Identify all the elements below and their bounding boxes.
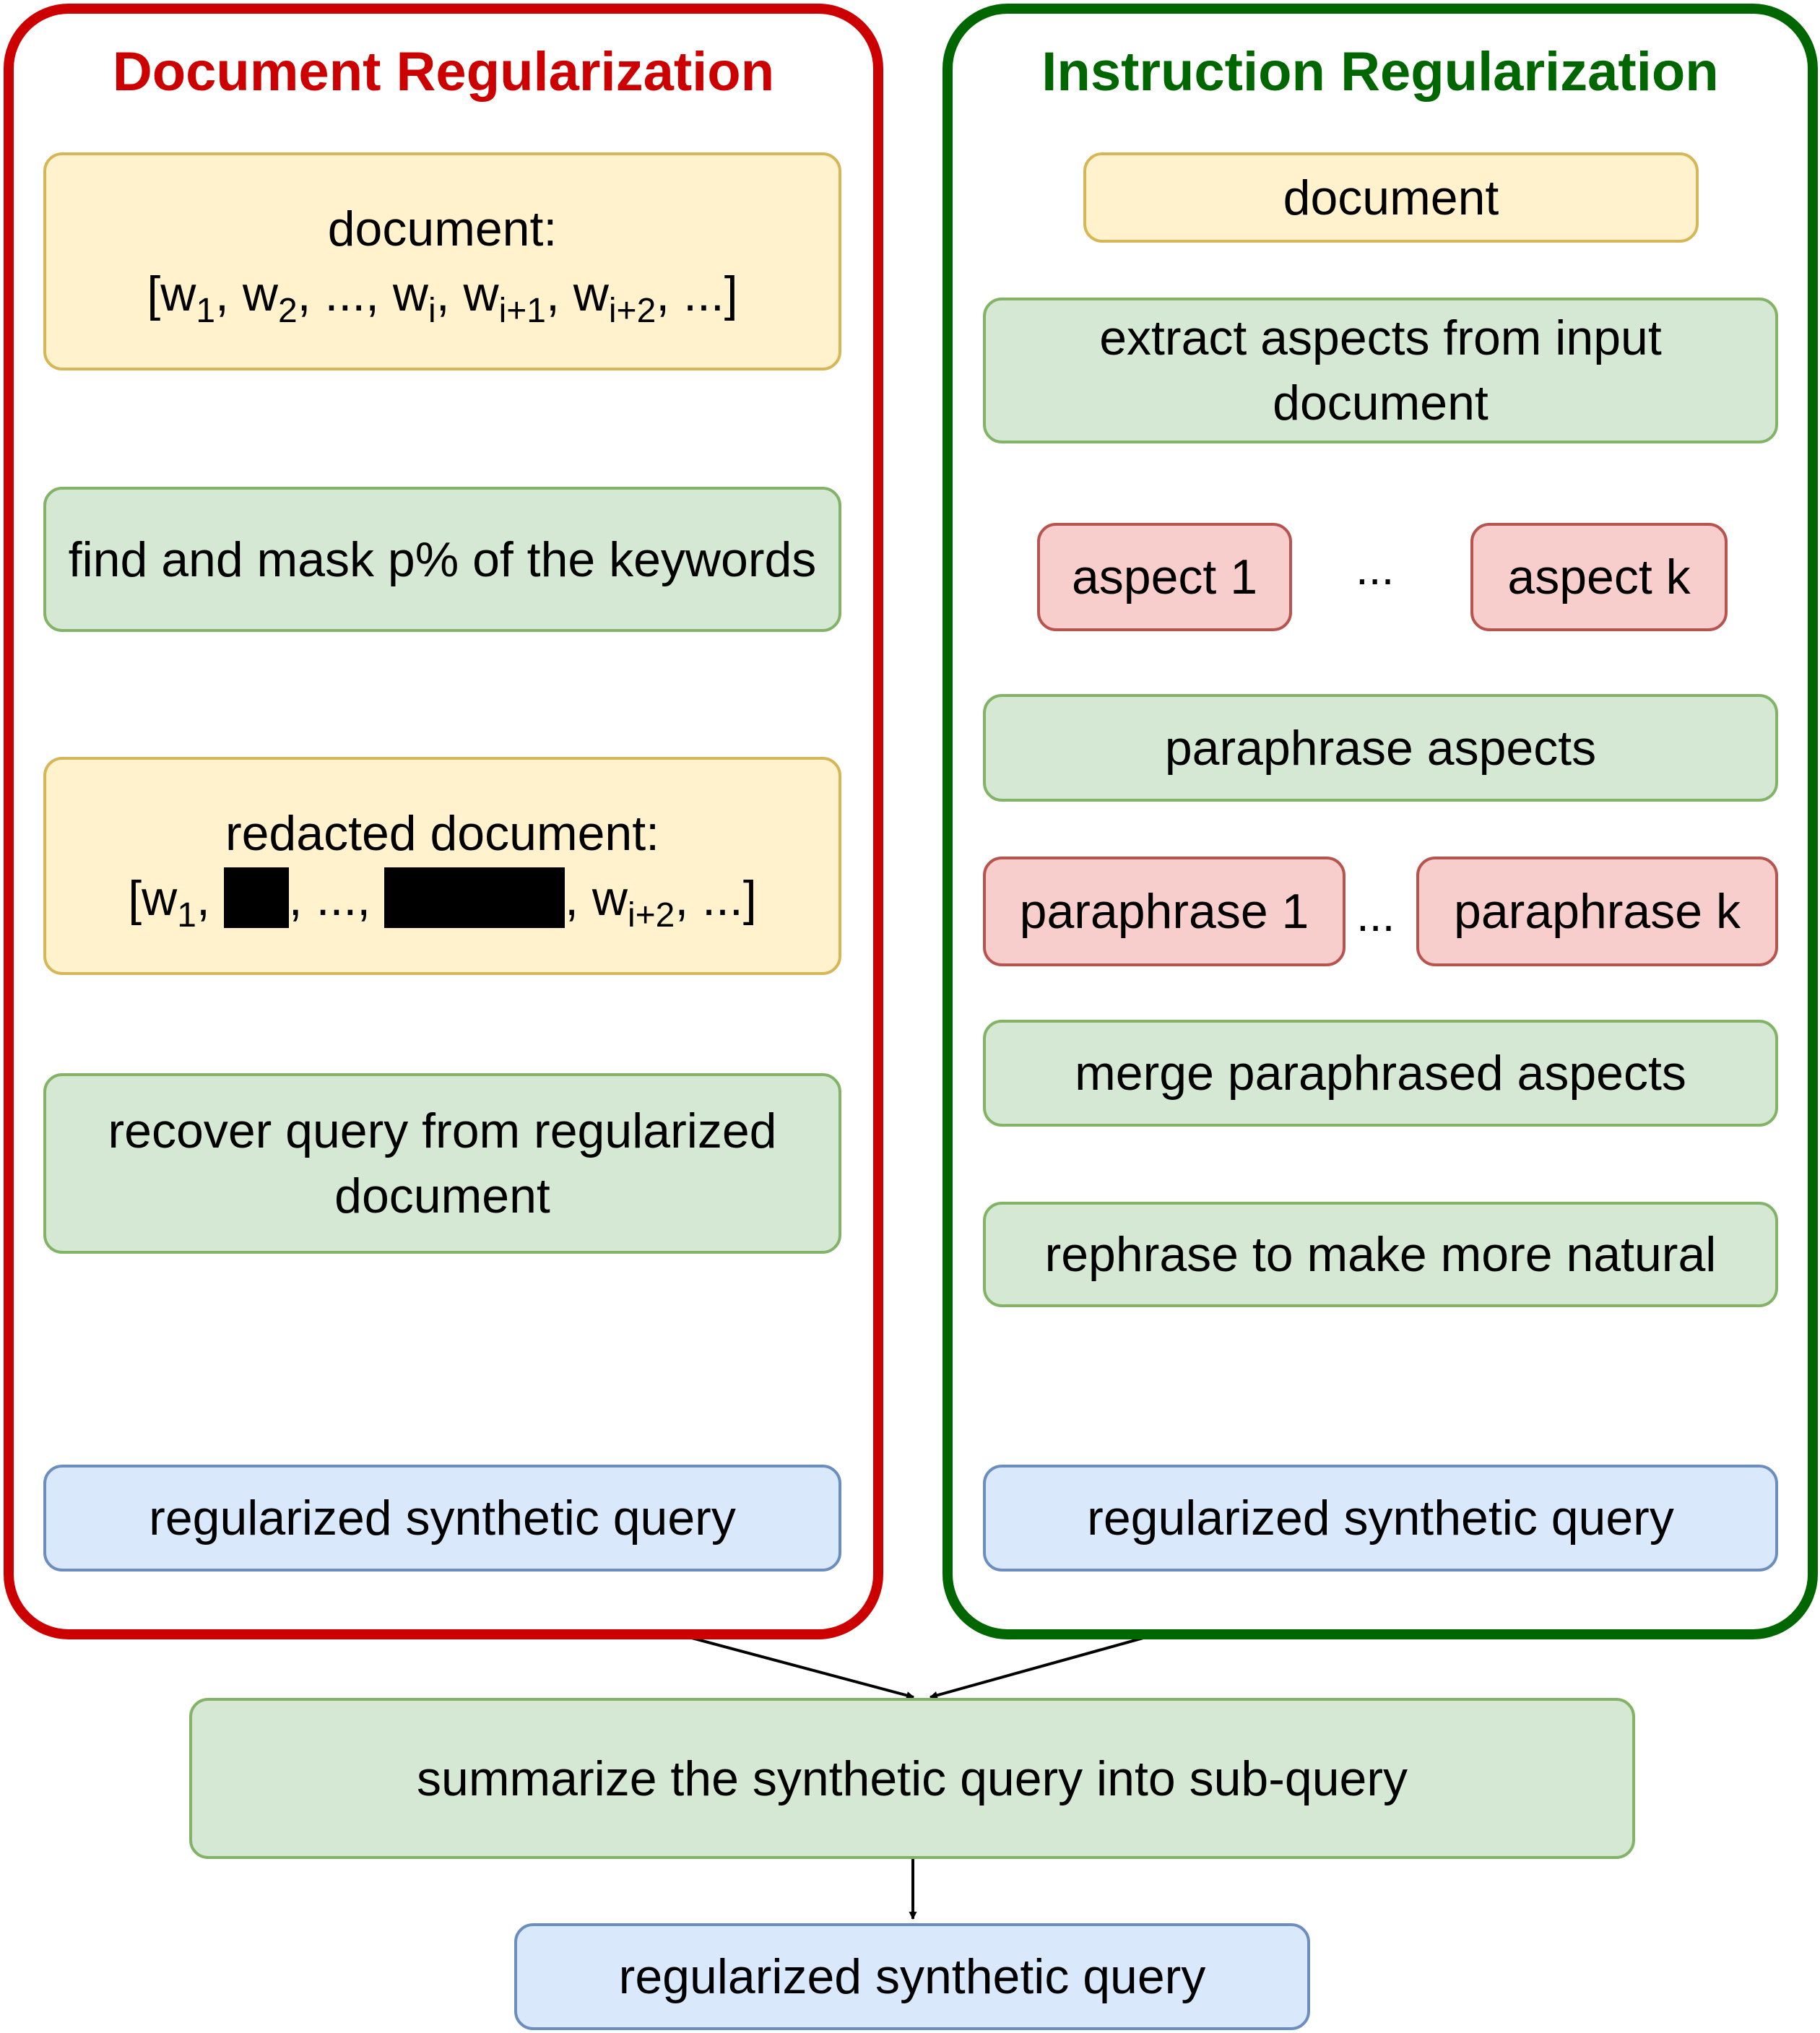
final-regularized-query: regularized synthetic query <box>514 1923 1310 2030</box>
document-regularized-query: regularized synthetic query <box>43 1465 841 1572</box>
redaction-mark <box>384 867 566 928</box>
summarize-step: summarize the synthetic query into sub-q… <box>189 1698 1635 1859</box>
redacted-sequence: [w1, , ..., , wi+2, ...] <box>128 866 757 933</box>
aspect-1-box: aspect 1 <box>1037 523 1292 631</box>
aspect-ellipsis: ... <box>1356 542 1395 594</box>
document-sequence: [w1, w2, ..., wi, wi+1, wi+2, ...] <box>147 266 738 330</box>
instruction-regularization-title: Instruction Regularization <box>1041 41 1719 103</box>
document-regularization-title: Document Regularization <box>112 41 775 103</box>
paraphrase-ellipsis: ... <box>1356 889 1395 941</box>
mask-keywords-step: find and mask p% of the keywords <box>43 487 841 632</box>
redaction-mark <box>223 867 289 928</box>
document-box: document: [w1, w2, ..., wi, wi+1, wi+2, … <box>43 152 841 370</box>
document-label: document: <box>327 201 558 256</box>
instruction-regularized-query: regularized synthetic query <box>983 1465 1778 1572</box>
instruction-document-box: document <box>1083 152 1699 243</box>
rephrase-step: rephrase to make more natural <box>983 1202 1778 1307</box>
paraphrase-1-box: paraphrase 1 <box>983 857 1346 966</box>
paraphrase-k-box: paraphrase k <box>1416 857 1778 966</box>
aspect-k-box: aspect k <box>1470 523 1728 631</box>
paraphrase-aspects-step: paraphrase aspects <box>983 694 1778 802</box>
merge-aspects-step: merge paraphrased aspects <box>983 1020 1778 1127</box>
extract-aspects-step: extract aspects from input document <box>983 298 1778 443</box>
recover-query-step: recover query from regularized document <box>43 1073 841 1254</box>
instruction-regularization-panel: Instruction Regularization <box>942 4 1818 1639</box>
redacted-document-box: redacted document: [w1, , ..., , wi+2, .… <box>43 757 841 975</box>
redacted-document-label: redacted document: <box>225 806 660 861</box>
